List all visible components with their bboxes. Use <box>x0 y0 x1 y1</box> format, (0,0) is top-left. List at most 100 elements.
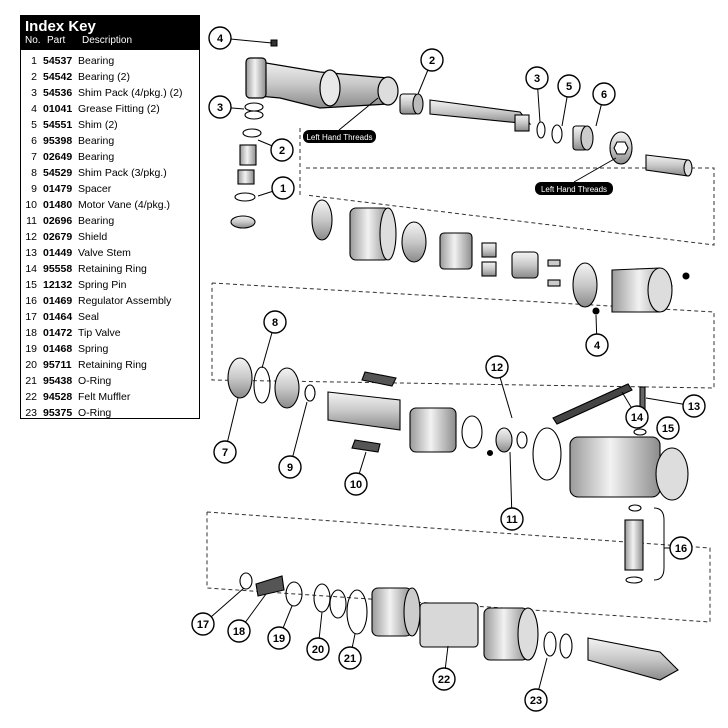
callout-circle <box>625 405 649 429</box>
callout-circle <box>524 688 548 712</box>
row-part-number: 01479 <box>43 183 73 195</box>
row-part-number: 02649 <box>43 151 73 163</box>
angle-head-housing <box>245 57 399 109</box>
assembly-guide-lines <box>206 128 715 623</box>
row-number: 19 <box>25 343 37 355</box>
callout-circle <box>585 333 609 357</box>
row-description: Motor Vane (4/pkg.) <box>78 199 171 211</box>
callout-circle <box>227 619 251 643</box>
row-description: Seal <box>78 311 100 323</box>
row-part-number: 54551 <box>43 119 73 131</box>
row-part-number: 01480 <box>43 199 73 211</box>
callout-10: 10 <box>344 451 368 496</box>
row-number: 16 <box>25 295 37 307</box>
spindle-shaft <box>429 99 532 132</box>
index-key-header: Index Key No. Part Description <box>21 16 199 50</box>
callout-1: 1 <box>257 176 295 200</box>
callout-4: 4 <box>585 314 609 357</box>
callout-8: 8 <box>261 310 287 369</box>
callout-number: 20 <box>312 644 324 656</box>
callout-number: 2 <box>429 55 435 67</box>
row-part-number: 12132 <box>43 279 73 291</box>
callout-circle <box>191 612 215 636</box>
row-description: Retaining Ring <box>78 263 147 275</box>
row-part-number: 01468 <box>43 343 73 355</box>
callout-3: 3 <box>208 95 245 119</box>
row-description: Felt Muffler <box>78 391 131 403</box>
row-number: 17 <box>25 311 37 323</box>
row-description: O-Ring <box>78 375 112 387</box>
row-description: Bearing <box>78 151 115 163</box>
callout-number: 21 <box>344 653 356 665</box>
callout-number: 1 <box>280 183 286 195</box>
note-left-hand-threads-2: Left Hand Threads <box>535 182 613 195</box>
callout-13: 13 <box>645 394 706 418</box>
row-number: 14 <box>25 263 37 275</box>
bearing-2-left <box>399 93 424 115</box>
callout-6: 6 <box>592 82 616 127</box>
third-row-motor-parts <box>227 357 689 501</box>
row-part-number: 54542 <box>43 71 73 83</box>
callout-circle <box>306 637 330 661</box>
row-description: Grease Fitting (2) <box>78 103 160 115</box>
row-description: Bearing (2) <box>78 71 130 83</box>
row-part-number: 02679 <box>43 231 73 243</box>
callout-number: 10 <box>350 479 362 491</box>
row-number: 11 <box>26 215 37 227</box>
row-description: Bearing <box>78 55 115 67</box>
row-part-number: 54537 <box>43 55 73 67</box>
callout-circle <box>208 95 232 119</box>
callout-circle <box>500 507 524 531</box>
row-part-number: 01041 <box>43 103 73 115</box>
callout-number: 18 <box>233 626 245 638</box>
callout-20: 20 <box>306 611 330 661</box>
note-label: Left Hand Threads <box>306 133 372 142</box>
row-number: 10 <box>25 199 37 211</box>
callout-number: 15 <box>662 423 674 435</box>
callout-22: 22 <box>432 645 456 691</box>
callout-number: 23 <box>530 695 542 707</box>
row-description: Regulator Assembly <box>78 295 172 307</box>
callout-number: 9 <box>287 462 293 474</box>
column-no: No. <box>25 35 41 46</box>
callout-circle <box>271 176 295 200</box>
row-description: Bearing <box>78 135 115 147</box>
callout-number: 13 <box>688 401 700 413</box>
callout-circle <box>432 667 456 691</box>
callout-circle <box>338 646 362 670</box>
row-description: Shield <box>78 231 108 243</box>
row-description: Shim (2) <box>78 119 118 131</box>
callout-number: 4 <box>594 340 601 352</box>
row-part-number: 94528 <box>43 391 73 403</box>
callout-23: 23 <box>524 657 548 712</box>
callout-circle <box>344 472 368 496</box>
row-part-number: 54536 <box>43 87 73 99</box>
index-key-columns: No. Part Description <box>25 35 195 47</box>
callout-19: 19 <box>267 605 293 650</box>
callout-14: 14 <box>621 391 649 429</box>
callout-circle <box>263 310 287 334</box>
row-number: 8 <box>31 167 37 179</box>
index-key-row: 10 01480 Motor Vane (4/pkg.) <box>21 197 199 213</box>
row-part-number: 95398 <box>43 135 73 147</box>
callout-18: 18 <box>227 593 267 643</box>
column-part: Part <box>47 35 66 46</box>
callout-15: 15 <box>656 416 680 440</box>
callout-number: 6 <box>601 89 607 101</box>
row-description: Retaining Ring <box>78 359 147 371</box>
row-number: 20 <box>25 359 37 371</box>
regulator-assembly <box>624 504 665 584</box>
